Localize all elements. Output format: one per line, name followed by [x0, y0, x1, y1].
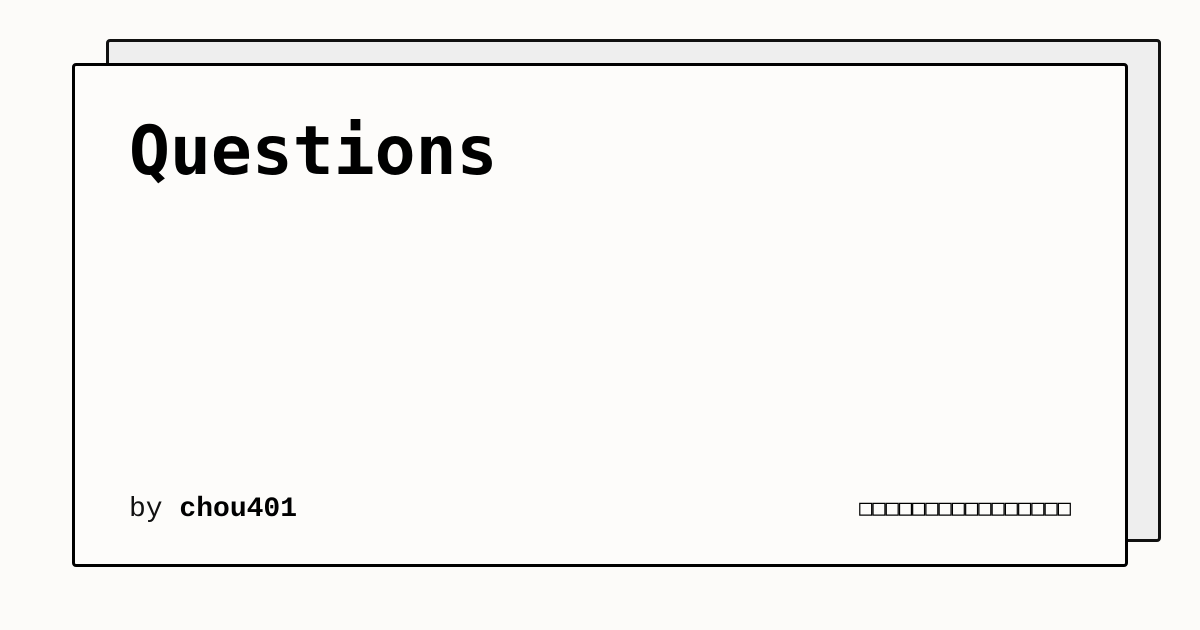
- byline: by chou401: [129, 496, 297, 524]
- byline-prefix: by: [129, 494, 163, 525]
- site-domain: □□□□□□□□□□□□□□□□: [859, 496, 1071, 521]
- og-card: Questions by chou401 □□□□□□□□□□□□□□□□: [72, 63, 1128, 567]
- author-name: chou401: [179, 494, 298, 525]
- page-title: Questions: [129, 112, 498, 191]
